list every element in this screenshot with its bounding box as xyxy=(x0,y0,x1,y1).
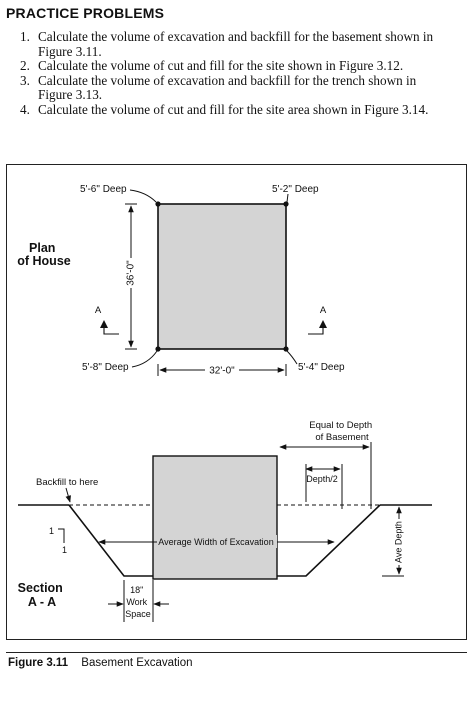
figure-frame xyxy=(6,164,467,640)
problem-item: 4. Calculate the volume of cut and fill … xyxy=(20,101,464,118)
problem-text-line: Calculate the volume of cut and fill for… xyxy=(38,58,404,73)
section-marker-arrow xyxy=(103,327,119,335)
plan-title: Plan of House xyxy=(17,241,71,268)
section-marker-letter: A xyxy=(320,305,327,316)
average-width-label: Average Width of Excavation xyxy=(158,537,273,547)
problem-text: Calculate the volume of excavation and b… xyxy=(38,72,464,103)
section-marker-letter: A xyxy=(95,305,102,316)
ave-depth-label: Ave Depth xyxy=(393,521,403,563)
dimension-label-gap xyxy=(123,258,139,288)
corner-depth-label: 5'-2" Deep xyxy=(272,184,319,195)
leader-line xyxy=(65,487,71,503)
leader-line xyxy=(286,193,289,203)
caption-rule xyxy=(6,652,467,653)
section-title-line: A - A xyxy=(28,595,56,609)
figure-caption: Figure 3.11 Basement Excavation xyxy=(8,657,193,669)
equal-to-depth-label: Equal to Depth of Basement xyxy=(309,420,375,443)
dimension-horizontal-label: 32'-0" xyxy=(209,366,235,377)
equal-to-depth-line: Equal to Depth xyxy=(309,420,372,431)
problem-number: 3. xyxy=(20,72,30,88)
leader-line xyxy=(131,350,158,368)
section-marker-arrowhead xyxy=(100,320,108,328)
problem-item: 1. Calculate the volume of excavation an… xyxy=(20,29,464,59)
corner-depth-label: 5'-6" Deep xyxy=(80,184,127,195)
backfill-label: Backfill to here xyxy=(36,477,98,488)
problem-text-line: Calculate the volume of excavation and b… xyxy=(38,72,417,88)
basement-section xyxy=(152,455,278,580)
corner-dot xyxy=(155,201,161,207)
plan-title-line: Plan xyxy=(29,241,55,255)
corner-depth-label: 5'-4" Deep xyxy=(298,362,345,373)
slope-number: 1 xyxy=(49,526,54,536)
basement-excavation-figure: Plan of House 5'-6" Deep 5'-2" Deep 5'-8… xyxy=(17,184,432,622)
dimension-vertical-label: 36'-0" xyxy=(126,260,137,286)
problem-text-line: Figure 3.13. xyxy=(38,87,103,102)
work-space-label: 18" Work Space xyxy=(125,585,151,619)
section-heading: PRACTICE PROBLEMS xyxy=(6,5,165,21)
problem-text: Calculate the volume of cut and fill for… xyxy=(38,58,464,74)
problem-text-line: Calculate the volume of cut and fill for… xyxy=(38,101,429,117)
problem-number: 4. xyxy=(20,101,30,117)
leader-line xyxy=(129,189,157,203)
section-title-line: Section xyxy=(18,581,63,595)
section-title: Section A - A xyxy=(18,581,67,609)
excavation-outline xyxy=(68,504,381,577)
problem-text: Calculate the volume of cut and fill for… xyxy=(38,101,464,118)
corner-dot xyxy=(155,346,161,352)
plan-title-line: of House xyxy=(17,254,71,268)
equal-to-depth-line: of Basement xyxy=(315,432,369,443)
dimension-label-gap xyxy=(205,362,239,374)
work-space-line: Space xyxy=(125,609,151,619)
figure-caption-text: Basement Excavation xyxy=(81,657,193,669)
house-footprint xyxy=(157,203,287,350)
practice-problems-list: 1. Calculate the volume of excavation an… xyxy=(20,29,464,118)
slope-number: 1 xyxy=(62,545,67,555)
problem-text-line: Calculate the volume of excavation and b… xyxy=(38,29,434,44)
dimension-label-gap xyxy=(391,519,407,565)
problem-text: Calculate the volume of excavation and b… xyxy=(38,29,464,59)
problem-text-line: Figure 3.11. xyxy=(38,43,102,59)
corner-dot xyxy=(283,201,289,207)
work-space-line: 18" xyxy=(130,585,143,595)
dimension-label-gap xyxy=(157,535,277,548)
problem-item: 3. Calculate the volume of excavation an… xyxy=(20,72,464,103)
problem-number: 2. xyxy=(20,58,30,73)
problem-item: 2. Calculate the volume of cut and fill … xyxy=(20,58,464,74)
leader-line xyxy=(286,350,298,365)
corner-dot xyxy=(283,346,289,352)
corner-depth-label: 5'-8" Deep xyxy=(82,362,129,373)
section-marker-arrowhead xyxy=(319,320,327,328)
problem-number: 1. xyxy=(20,29,30,44)
slope-indicator xyxy=(58,528,65,543)
figure-caption-label: Figure 3.11 xyxy=(8,657,69,669)
depth-half-label: Depth/2 xyxy=(306,474,338,484)
section-marker-arrow xyxy=(308,327,324,335)
work-space-line: Work xyxy=(126,597,147,607)
